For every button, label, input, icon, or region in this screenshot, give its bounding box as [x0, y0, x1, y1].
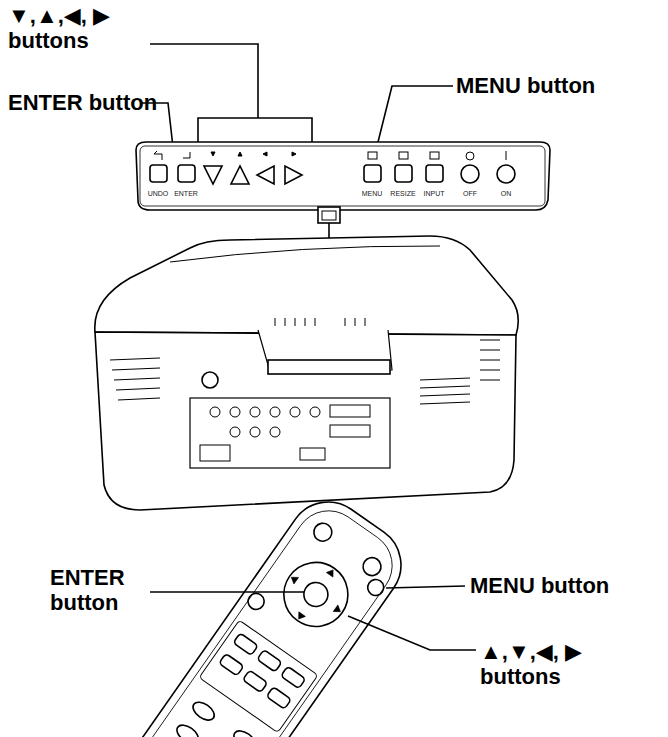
control-panel	[136, 142, 550, 210]
connector-panel	[190, 398, 390, 468]
leader-line	[348, 616, 476, 650]
button-label: MENU	[362, 190, 383, 198]
remote-control	[100, 486, 416, 737]
button-label: RESIZE	[390, 190, 415, 198]
callout-label: MENU button	[456, 74, 656, 99]
button-label: UNDO	[148, 190, 169, 198]
projector-top	[95, 236, 518, 335]
button-label: ON	[501, 190, 512, 198]
callout-label: ENTER button	[8, 91, 158, 116]
callout-label: MENU button	[470, 574, 660, 599]
bracket	[198, 118, 312, 142]
button-label: INPUT	[424, 190, 445, 198]
callout-label: ▲,▼,◀, ▶ buttons	[480, 640, 610, 689]
button-label: ENTER	[174, 190, 198, 198]
leader-line	[150, 591, 304, 593]
leader-line	[150, 44, 258, 118]
callout-label: ENTER button	[50, 566, 145, 615]
leader-line	[386, 586, 465, 588]
button-label: OFF	[463, 190, 477, 198]
callout-label: ▼,▲,◀, ▶ buttons	[8, 4, 138, 53]
